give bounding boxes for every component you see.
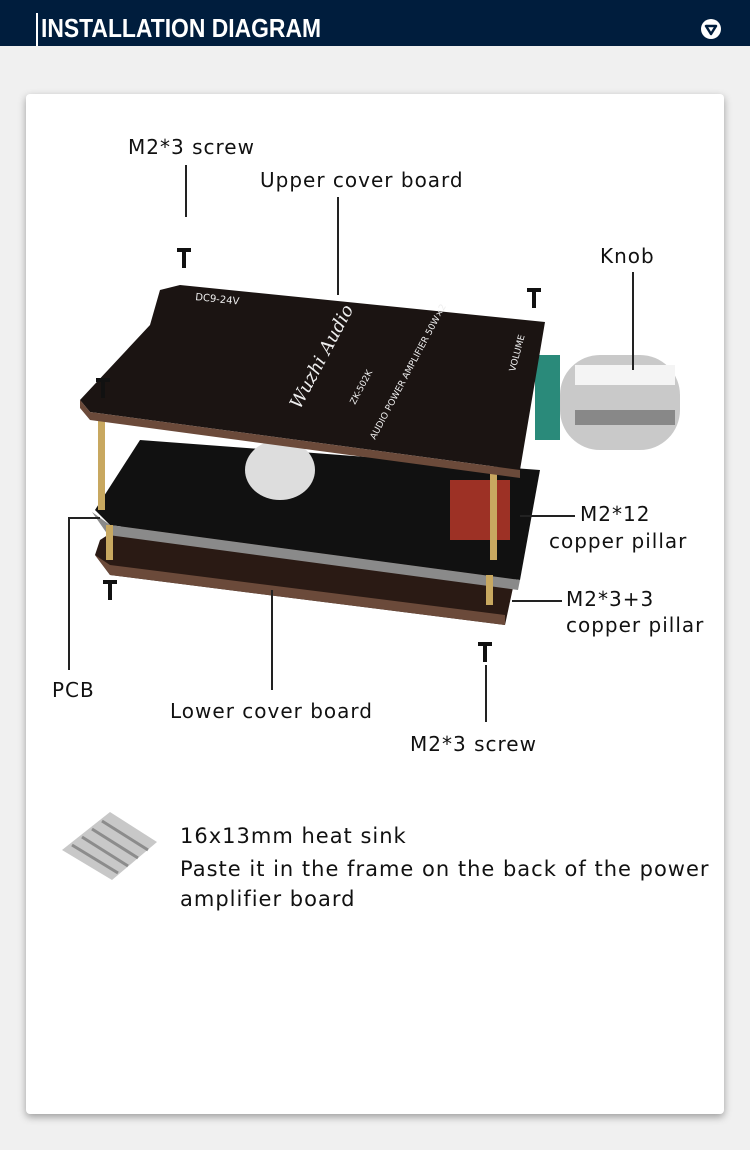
- header-accent-bar: [36, 13, 38, 46]
- label-bottom-screw: M2*3 screw: [410, 732, 537, 756]
- section-header: INSTALLATION DIAGRAM: [0, 0, 750, 46]
- leader-line-bottom-screw: [485, 665, 487, 722]
- copper-pillars: [98, 420, 497, 605]
- label-top-screw: M2*3 screw: [128, 135, 255, 159]
- leader-line-lower-cover: [271, 590, 273, 690]
- knob: [535, 355, 680, 450]
- chevron-down-circle-icon[interactable]: [701, 19, 721, 39]
- label-pcb: PCB: [52, 678, 95, 702]
- heat-sink-desc-line2: amplifier board: [180, 887, 356, 911]
- heat-sink-image: [62, 812, 157, 880]
- heat-sink-title: 16x13mm heat sink: [180, 824, 407, 848]
- heat-sink-desc-line1: Paste it in the frame on the back of the…: [180, 857, 710, 881]
- label-pillar33-line2: copper pillar: [566, 613, 705, 637]
- label-pillar12-line2: copper pillar: [549, 529, 688, 553]
- pcb: [92, 440, 540, 590]
- leader-line-pcb: [68, 518, 70, 670]
- screws: [96, 248, 541, 662]
- leader-line-top-screw: [185, 165, 187, 217]
- leader-line-knob: [632, 272, 634, 370]
- upper-cover-board: Wuzhi Audio ZK-502K AUDIO POWER AMPLIFIE…: [80, 285, 545, 478]
- label-pillar33-line1: M2*3+3: [566, 587, 655, 611]
- label-upper-cover: Upper cover board: [260, 168, 464, 192]
- label-knob: Knob: [600, 244, 655, 268]
- section-title: INSTALLATION DIAGRAM: [41, 13, 322, 43]
- leader-line-pillar33: [512, 600, 562, 602]
- leader-line-upper-cover: [337, 197, 339, 295]
- board-power-print: DC9-24V: [195, 292, 240, 308]
- label-pillar12-line1: M2*12: [580, 502, 651, 526]
- label-lower-cover: Lower cover board: [170, 699, 373, 723]
- leader-line-pillar12: [520, 515, 575, 517]
- leader-line-pcb-h: [68, 517, 100, 519]
